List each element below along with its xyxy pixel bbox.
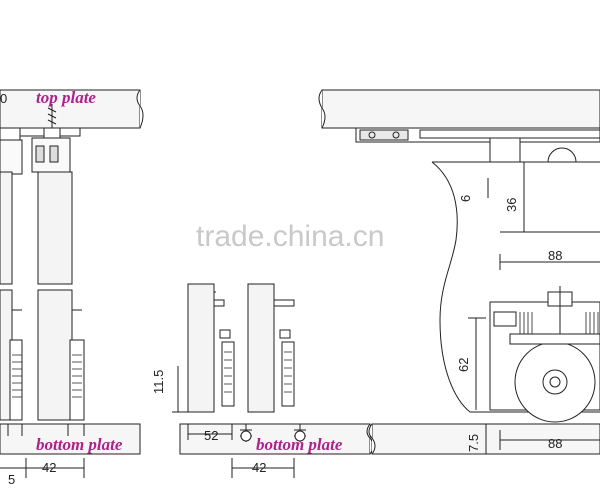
dim-right-88-lower: 88 <box>548 436 562 451</box>
dim-right-6: 6 <box>458 195 473 202</box>
door-panel-a <box>0 171 13 285</box>
dim-mid-bottom: 42 <box>252 460 266 475</box>
dim-right-7-5: 7.5 <box>466 434 481 452</box>
dim-mid-top: 52 <box>204 428 218 443</box>
left-elevation <box>0 89 144 478</box>
dim-right-62: 62 <box>456 358 471 372</box>
dim-left-bottom-5: 5 <box>8 472 15 487</box>
top-plate-right <box>321 89 600 129</box>
dim-left-top: 0 <box>0 91 7 106</box>
screw-icon <box>47 104 57 128</box>
dim-left-bottom-42: 42 <box>42 460 56 475</box>
door-panel-b <box>37 171 73 285</box>
bottom-plate-label-left: bottom plate <box>36 435 123 454</box>
bottom-plate-mid <box>179 423 371 455</box>
top-plate-left <box>0 89 141 129</box>
watermark: trade.china.cn <box>196 220 384 253</box>
dim-right-36: 36 <box>504 198 519 212</box>
middle-elevation <box>172 283 374 478</box>
dim-right-88-upper: 88 <box>548 248 562 263</box>
dim-mid-height: 11.5 <box>151 370 166 394</box>
right-section-view <box>318 89 600 455</box>
door-panel-d <box>247 283 275 413</box>
top-plate-label: top plate <box>36 88 96 107</box>
door-panel-c <box>187 283 215 413</box>
bottom-plate-left <box>0 423 141 455</box>
bottom-plate-label-mid: bottom plate <box>256 435 343 454</box>
